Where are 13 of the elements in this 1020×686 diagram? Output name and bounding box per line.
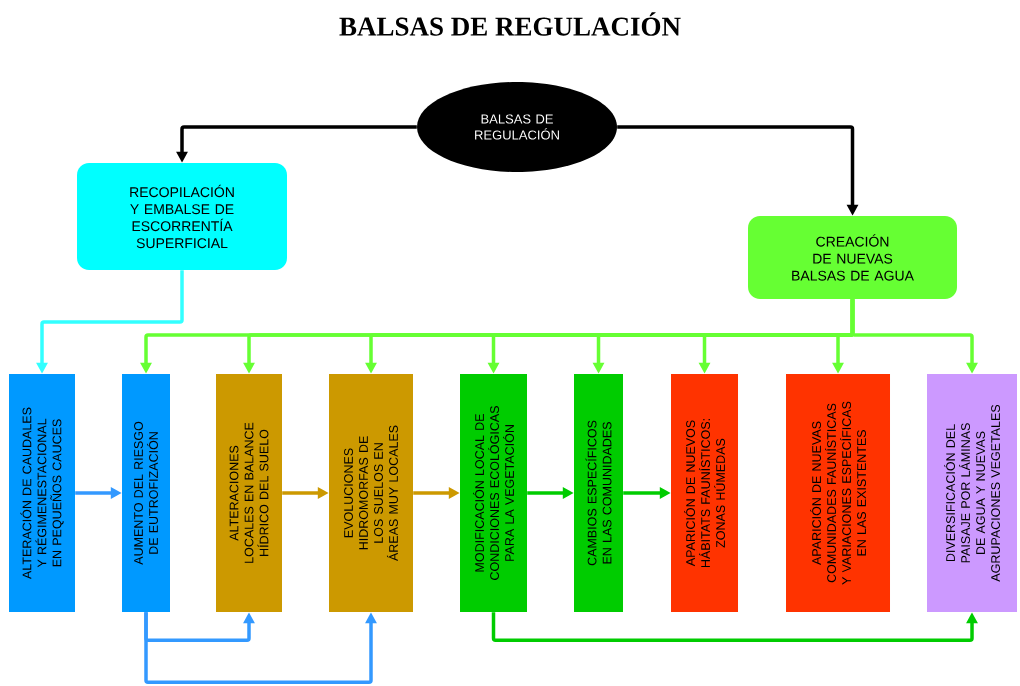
effect-box: MODIFICACIÓN LOCAL DE CONDICIONES ECOLÓGICAS PARA LA VEGETACIÓN bbox=[460, 374, 527, 612]
ellipse-node: BALSAS DE REGULACIÓN bbox=[417, 82, 617, 172]
effect-box: ALTERACIONES LOCALES EN BALANCE HÍDRICO DEL SUELO bbox=[216, 374, 282, 612]
effect-box: CAMBIOS ESPECÍFICOS EN LAS COMUNIDADES bbox=[574, 374, 623, 612]
effect-box: DIVERSIFICACIÓN DEL PAISAJE POR LÁMINAS DE AGUA Y NUEVAS AGRUPACIONES VEGETALES bbox=[927, 374, 1017, 612]
effect-box: EVOLUCIONES HIDROMORFAS DE LOS SUELOS EN ÁREAS MUY LOCALES bbox=[329, 374, 413, 612]
effect-box: ALTERACIÓN DE CAUDALES Y RÉGIMENESTACIONAL EN PEQUEÑOS CAUCES bbox=[9, 374, 75, 612]
effect-box: APARICIÓN DE NUEVAS COMUNIDADES FAUNÍSTICAS Y VARIACIONES ESPECÍFICAS EN LAS EXISTENTES bbox=[786, 374, 890, 612]
effect-box: AUMENTO DEL RIESGO DE EUTROFIZACIÓN bbox=[122, 374, 170, 612]
rounded-box: CREACIÓN DE NUEVAS BALSAS DE AGUA bbox=[748, 216, 957, 299]
title: BALSAS DE REGULACIÓN bbox=[339, 12, 681, 36]
rounded-box: RECOPILACIÓN Y EMBALSE DE ESCORRENTÍA SUPERFICIAL bbox=[77, 163, 287, 270]
effect-box: APARICIÓN DE NUEVOS HÁBITATS FAUNÍSTICOS: ZONAS HÚMEDAS bbox=[671, 374, 738, 612]
